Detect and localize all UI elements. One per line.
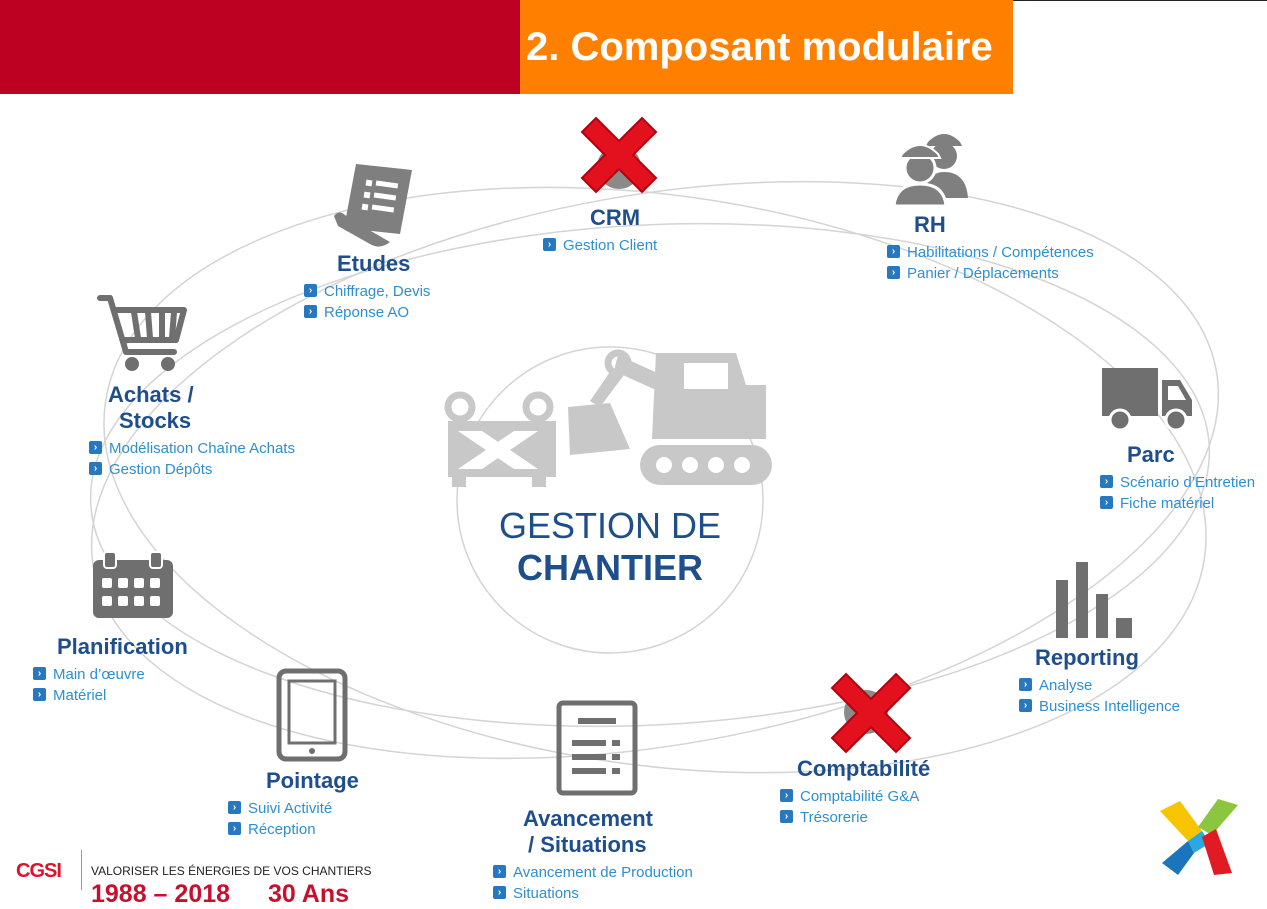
footer-anniversary: 30 Ans (267, 880, 349, 908)
module-achats-title-line2: Stocks (119, 408, 192, 433)
header-top-line (1013, 0, 1267, 1)
chevron-right-icon: › (304, 284, 317, 297)
chevron-right-icon: › (228, 801, 241, 814)
module-rh-title: RH (914, 212, 946, 237)
chevron-right-icon: › (780, 810, 793, 823)
module-avancement-title-line2: / Situations (528, 832, 647, 857)
list-item: ›Réponse AO (304, 302, 430, 323)
list-item: ›Scénario d’Entretien (1100, 472, 1255, 493)
list-item: ›Business Intelligence (1019, 696, 1180, 717)
footer-years-range: 1988 – 2018 (91, 880, 231, 908)
chevron-right-icon: › (1019, 699, 1032, 712)
accounting-icon (830, 672, 912, 754)
chevron-right-icon: › (33, 667, 46, 680)
chevron-right-icon: › (33, 688, 46, 701)
module-pointage-title: Pointage (266, 768, 359, 793)
list-item: ›Suivi Activité (228, 798, 359, 819)
module-avancement-title-line1: Avancement (523, 806, 654, 831)
list-item: ›Modélisation Chaîne Achats (89, 438, 295, 459)
module-achats-title-line1: Achats / (108, 382, 194, 407)
module-reporting-title: Reporting (1035, 645, 1139, 670)
truck-icon (1102, 368, 1192, 432)
list-item: ›Chiffrage, Devis (304, 281, 430, 302)
module-comptabilite-title: Comptabilité (797, 756, 931, 781)
header-band-orange (520, 0, 1013, 94)
crm-icon (580, 116, 658, 194)
calendar-icon (93, 551, 173, 618)
chevron-right-icon: › (228, 822, 241, 835)
chevron-right-icon: › (543, 238, 556, 251)
page-title: 2. Composant modulaire (526, 25, 993, 69)
header-band-red (0, 0, 520, 94)
chevron-right-icon: › (1100, 475, 1113, 488)
list-item: ›Matériel (33, 685, 188, 706)
list-item: ›Réception (228, 819, 359, 840)
center-line1: GESTION DE (498, 505, 722, 546)
module-parc-title: Parc (1127, 442, 1175, 467)
module-comptabilite: Comptabilité ›Comptabilité G&A ›Trésorer… (780, 756, 930, 828)
list-item: ›Main d’œuvre (33, 664, 188, 685)
chevron-right-icon: › (780, 789, 793, 802)
module-pointage: Pointage ›Suivi Activité ›Réception (228, 768, 359, 840)
chevron-right-icon: › (887, 266, 900, 279)
workers-icon (892, 134, 968, 208)
chevron-right-icon: › (89, 441, 102, 454)
chevron-right-icon: › (304, 305, 317, 318)
list-item: ›Fiche matériel (1100, 493, 1255, 514)
list-item: ›Habilitations / Compétences (887, 242, 1094, 263)
footer-years: 1988 – 2018 30 Ans (91, 880, 349, 909)
chevron-right-icon: › (887, 245, 900, 258)
list-item: ›Situations (493, 883, 693, 904)
list-item: ›Gestion Client (543, 235, 657, 256)
module-reporting: Reporting ›Analyse ›Business Intelligenc… (1019, 645, 1180, 717)
chevron-right-icon: › (1019, 678, 1032, 691)
cart-icon (97, 295, 187, 371)
chevron-right-icon: › (493, 865, 506, 878)
list-item: ›Gestion Dépôts (89, 459, 295, 480)
module-etudes-title: Etudes (337, 251, 411, 276)
footer-divider (81, 850, 82, 890)
center-label: GESTION DE CHANTIER (460, 505, 760, 589)
list-item: ›Trésorerie (780, 807, 930, 828)
module-parc: Parc ›Scénario d’Entretien ›Fiche matéri… (1100, 442, 1255, 514)
center-line2: CHANTIER (517, 547, 703, 588)
list-item: ›Panier / Déplacements (887, 263, 1094, 284)
brand-x-logo (1160, 799, 1238, 875)
module-planification-title: Planification (57, 634, 188, 659)
bar-chart-icon (1056, 562, 1132, 638)
footer-tagline: VALORISER LES ÉNERGIES DE VOS CHANTIERS (91, 864, 372, 878)
chevron-right-icon: › (1100, 496, 1113, 509)
construction-icon (444, 349, 772, 487)
document-icon (334, 164, 412, 247)
module-rh: RH ›Habilitations / Compétences ›Panier … (887, 212, 1094, 284)
module-planification: Planification ›Main d’œuvre ›Matériel (33, 634, 188, 706)
report-icon (556, 700, 638, 796)
list-item: ›Avancement de Production (493, 862, 693, 883)
module-achats: Achats / Stocks ›Modélisation Chaîne Ach… (89, 382, 295, 480)
module-crm-title: CRM (590, 205, 641, 230)
module-etudes: Etudes ›Chiffrage, Devis ›Réponse AO (304, 251, 430, 323)
cgsi-logo: CGSI (16, 860, 62, 882)
chevron-right-icon: › (89, 462, 102, 475)
module-crm: CRM ›Gestion Client (543, 205, 657, 256)
tablet-icon (276, 668, 348, 762)
list-item: ›Analyse (1019, 675, 1180, 696)
module-avancement: Avancement / Situations ›Avancement de P… (493, 806, 693, 904)
list-item: ›Comptabilité G&A (780, 786, 930, 807)
chevron-right-icon: › (493, 886, 506, 899)
